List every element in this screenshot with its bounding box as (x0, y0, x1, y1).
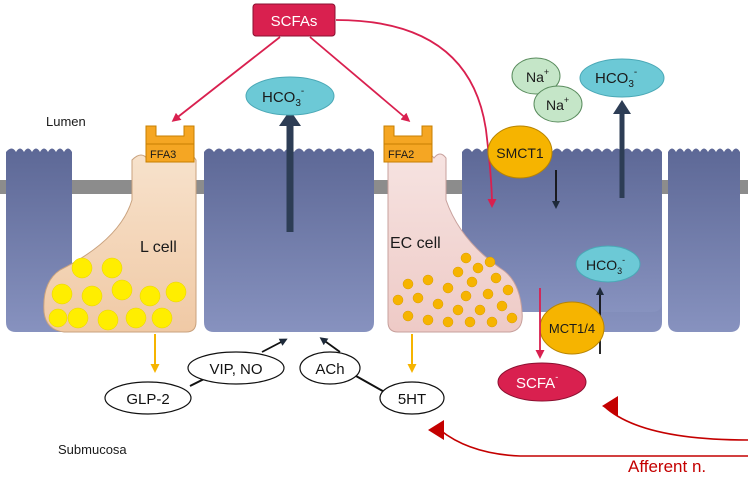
na-ion-bottom (533, 85, 583, 123)
ach-oval (299, 351, 361, 385)
afferent-label: Afferent n. (628, 457, 706, 476)
hco3-right: HCO3- (579, 58, 665, 198)
l-cell-label: L cell (140, 239, 177, 256)
scfa-to-ffa3-arrow (171, 36, 281, 122)
scfa-to-colonocyte-arrow (335, 19, 497, 208)
ec-cell-granules (392, 252, 518, 328)
scfa-minus: SCFA- (497, 288, 587, 402)
na-ion-top (511, 57, 561, 95)
epithelial-cell-2 (204, 148, 374, 332)
hco3-main-label: HCO3- (262, 86, 304, 109)
ach-arrow (319, 337, 341, 353)
afferent-terminal-1 (428, 420, 444, 440)
ach-label: ACh (315, 361, 344, 378)
afferent-nerve (428, 396, 748, 457)
scfas-label: SCFAs (271, 13, 318, 30)
signal-molecules: GLP-2 VIP, NO ACh 5HT (104, 337, 445, 415)
hco3-inner-label: HCO3- (586, 255, 625, 276)
mct14-label: MCT1/4 (549, 321, 595, 336)
hco3-inner: HCO3- (575, 245, 641, 283)
ec-cell: EC cell (387, 153, 523, 333)
submucosa-label: Submucosa (58, 442, 127, 457)
glp2-label: GLP-2 (126, 391, 169, 408)
vip-no-arrow (261, 338, 288, 353)
hco3-right-label: HCO3- (595, 67, 637, 90)
scfas-box: SCFAs (252, 3, 336, 37)
scfa-arrows (171, 19, 497, 208)
ffa3-label: FFA3 (150, 149, 176, 161)
l-cell-granules (48, 257, 187, 331)
glp2-oval (104, 381, 192, 415)
vip-no-oval (187, 351, 285, 385)
na-bottom-label: Na+ (546, 95, 569, 113)
ec-cell-label: EC cell (390, 235, 441, 252)
ffa2-receptor: FFA2 (383, 125, 433, 163)
epithelial-cell-4 (668, 148, 740, 332)
5ht-oval (379, 381, 445, 415)
afferent-terminal-2 (602, 396, 618, 416)
vip-no-label: VIP, NO (209, 361, 262, 378)
ffa3-receptor: FFA3 (145, 125, 195, 163)
ffa2-label: FFA2 (388, 149, 414, 161)
smct1-transporter: SMCT1 (487, 125, 560, 209)
na-top-label: Na+ (526, 67, 549, 85)
scfa-minus-label: SCFA- (516, 372, 558, 392)
5ht-label: 5HT (398, 391, 426, 408)
smct1-label: SMCT1 (496, 145, 544, 161)
afferent-nerve-fiber-1 (439, 429, 748, 457)
secretion-arrows (150, 334, 417, 373)
scfa-to-ffa2-arrow (309, 36, 411, 122)
sodium-ions: Na+ Na+ (511, 57, 583, 123)
afferent-nerve-fiber-2 (603, 405, 748, 441)
lumen-label: Lumen (46, 114, 86, 129)
hco3-main: HCO3- (245, 76, 335, 232)
